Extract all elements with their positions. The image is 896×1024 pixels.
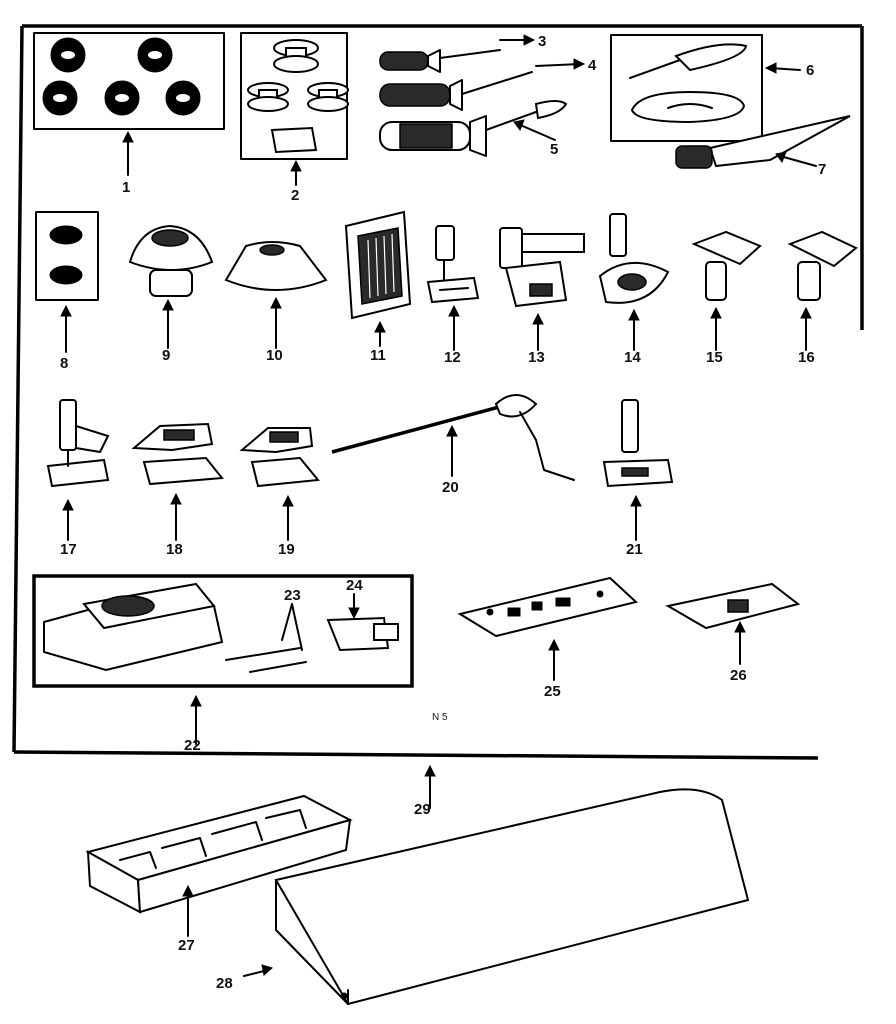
part-19-foot bbox=[239, 427, 320, 541]
callout-14: 14 bbox=[624, 349, 641, 366]
part-16-hemmer-foot bbox=[787, 230, 858, 351]
part-10-spool-cap-large bbox=[224, 241, 328, 349]
callout-16: 16 bbox=[798, 349, 815, 366]
callout-3: 3 bbox=[538, 33, 546, 50]
parts-22-23-24-box bbox=[32, 574, 414, 745]
callout-26: 26 bbox=[730, 667, 747, 684]
small-mark: N 5 bbox=[432, 712, 448, 723]
callout-4: 4 bbox=[588, 57, 597, 74]
part-6-seam-ripper bbox=[610, 34, 801, 142]
part-12-presser-foot bbox=[426, 225, 480, 351]
callout-20: 20 bbox=[442, 479, 459, 496]
callout-18: 18 bbox=[166, 541, 183, 558]
part-8-plate bbox=[35, 211, 99, 353]
part-14-darning-foot bbox=[598, 213, 670, 351]
callout-12: 12 bbox=[444, 349, 461, 366]
part-2-spools bbox=[240, 32, 349, 186]
callout-24: 24 bbox=[346, 577, 363, 594]
part-25-throat-plate bbox=[457, 576, 639, 681]
callout-9: 9 bbox=[162, 347, 170, 364]
callout-23: 23 bbox=[284, 587, 301, 604]
callout-8: 8 bbox=[60, 355, 68, 372]
callout-2: 2 bbox=[291, 187, 299, 204]
part-13-zipper-foot bbox=[499, 227, 585, 351]
callout-17: 17 bbox=[60, 541, 77, 558]
callout-28: 28 bbox=[216, 975, 233, 992]
callout-25: 25 bbox=[544, 683, 561, 700]
part-1-bobbins bbox=[33, 32, 225, 176]
callout-19: 19 bbox=[278, 541, 295, 558]
part-21-foot bbox=[602, 399, 674, 541]
callout-7: 7 bbox=[818, 161, 826, 178]
callout-15: 15 bbox=[706, 349, 723, 366]
part-11-needle-pack bbox=[344, 210, 412, 347]
parts-3-4-5-screwdrivers bbox=[379, 34, 586, 157]
part-18-foot bbox=[131, 422, 224, 541]
callout-5: 5 bbox=[550, 141, 558, 158]
callout-1: 1 bbox=[122, 179, 130, 196]
part-9-spool-cap bbox=[128, 224, 214, 349]
callout-10: 10 bbox=[266, 347, 283, 364]
part-26-plate bbox=[665, 582, 801, 665]
part-28-29-case-cover bbox=[243, 764, 750, 1006]
part-27-accessory-tray bbox=[85, 794, 353, 937]
callout-6: 6 bbox=[806, 62, 814, 79]
callout-27: 27 bbox=[178, 937, 195, 954]
callout-22: 22 bbox=[184, 737, 201, 754]
callout-11: 11 bbox=[370, 347, 386, 364]
callout-21: 21 bbox=[626, 541, 643, 558]
callout-labels: 1 2 3 4 5 6 7 8 9 10 11 12 13 14 15 16 1… bbox=[60, 33, 826, 992]
callout-29: 29 bbox=[414, 801, 431, 818]
part-20-guide bbox=[331, 394, 575, 481]
part-17-presser-foot bbox=[46, 399, 110, 541]
callout-13: 13 bbox=[528, 349, 545, 366]
part-15-hemmer-foot bbox=[691, 230, 762, 351]
part-7-lint-brush bbox=[675, 115, 851, 169]
frame bbox=[12, 24, 864, 760]
